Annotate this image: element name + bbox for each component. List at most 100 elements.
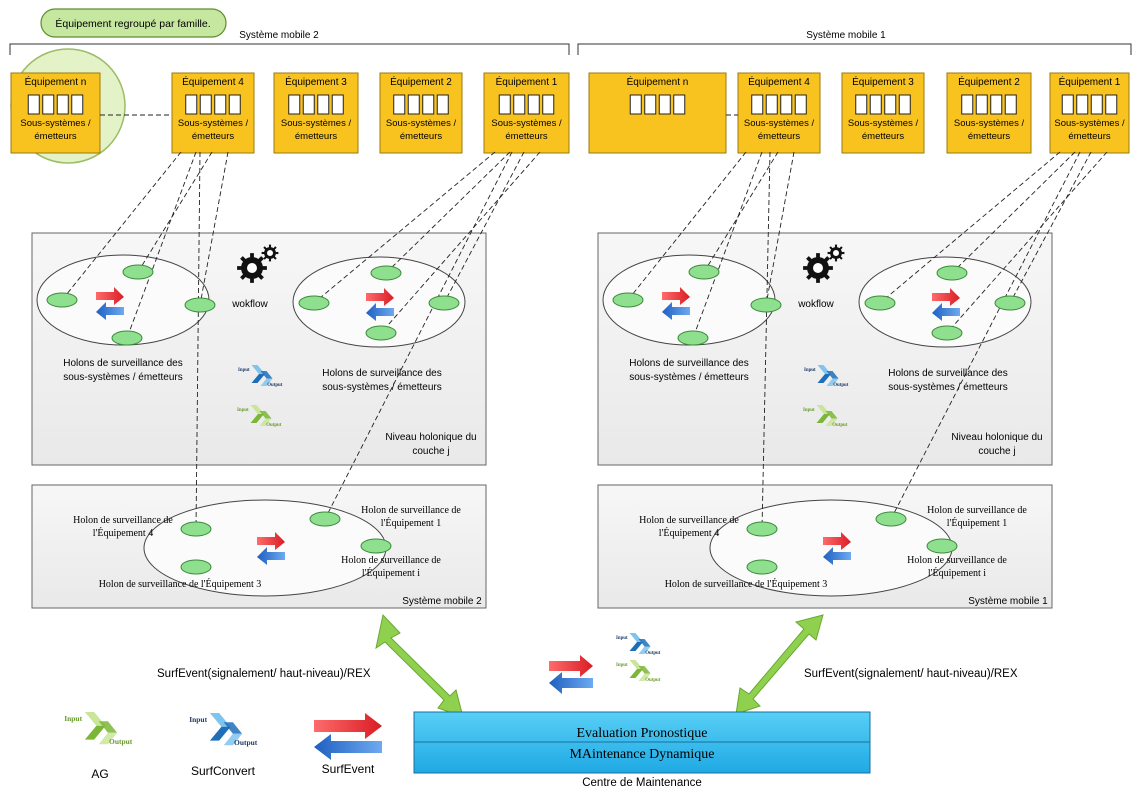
holon-node[interactable]: [750, 297, 782, 313]
subsystem-slot[interactable]: [765, 94, 778, 115]
holon-node[interactable]: [298, 295, 330, 311]
subsystem-slot[interactable]: [317, 94, 330, 115]
holon-node[interactable]: [936, 265, 968, 281]
monitoring-link: [199, 151, 229, 306]
subsystem-slot[interactable]: [1090, 94, 1103, 115]
holonic-level-label: couche j: [412, 446, 449, 457]
subsystem-slot[interactable]: [288, 94, 301, 115]
holon-node[interactable]: [184, 297, 216, 313]
subsystem-slot[interactable]: [527, 94, 540, 115]
holon-node[interactable]: [111, 330, 143, 346]
subsystem-slot[interactable]: [869, 94, 882, 115]
subsystem-label: Sous-systèmes /: [20, 118, 91, 129]
holon-node[interactable]: [46, 292, 78, 308]
subsystem-slot[interactable]: [673, 94, 686, 115]
holon-node[interactable]: [875, 511, 907, 527]
subsystem-slot[interactable]: [855, 94, 868, 115]
equipment-holon-caption: l'Équipement 4: [93, 527, 153, 539]
holon-node[interactable]: [677, 330, 709, 346]
subsystem-slot[interactable]: [214, 94, 227, 115]
holon-node[interactable]: [746, 521, 778, 537]
subsystem-slot[interactable]: [185, 94, 198, 115]
subsystem-slot[interactable]: [393, 94, 406, 115]
equipment-box[interactable]: Équipement n: [588, 72, 727, 154]
subsystem-slot[interactable]: [629, 94, 642, 115]
holon-node[interactable]: [864, 295, 896, 311]
monitoring-link: [195, 151, 201, 530]
subsystem-slot[interactable]: [422, 94, 435, 115]
maintenance-center[interactable]: Evaluation Pronostique MAintenance Dynam…: [413, 711, 871, 774]
subsystem-slot[interactable]: [302, 94, 315, 115]
subsystem-slot[interactable]: [961, 94, 974, 115]
subsystem-slot[interactable]: [658, 94, 671, 115]
holon-node[interactable]: [365, 325, 397, 341]
io-input-label: Input: [616, 636, 628, 641]
subsystem-label: Sous-systèmes /: [386, 118, 457, 129]
subsystem-slot[interactable]: [780, 94, 793, 115]
workflow-label: wokflow: [797, 299, 834, 310]
subsystem-slot[interactable]: [27, 94, 40, 115]
subsystem-slot[interactable]: [498, 94, 511, 115]
io-output-label: Output: [832, 423, 848, 428]
subsystem-slot[interactable]: [644, 94, 657, 115]
equipment-name: Équipement 1: [1059, 75, 1121, 88]
subsystem-slot[interactable]: [884, 94, 897, 115]
holon-node[interactable]: [180, 521, 212, 537]
legend-surfevent-label: SurfEvent: [322, 762, 375, 776]
subsystem-slot[interactable]: [794, 94, 807, 115]
subsystem-slot[interactable]: [1061, 94, 1074, 115]
holon-node[interactable]: [122, 264, 154, 280]
monitoring-link: [692, 151, 763, 339]
subsystem-slot[interactable]: [56, 94, 69, 115]
subsystem-slot[interactable]: [199, 94, 212, 115]
subsystem-slot[interactable]: [513, 94, 526, 115]
subsystem-slot[interactable]: [898, 94, 911, 115]
subsystem-slot[interactable]: [1004, 94, 1017, 115]
holon-node[interactable]: [370, 265, 402, 281]
subsystem-slot[interactable]: [42, 94, 55, 115]
subsystem-slot[interactable]: [331, 94, 344, 115]
holon-node[interactable]: [360, 538, 392, 554]
equipment-holon-caption: l'Équipement 1: [381, 517, 441, 529]
holon-node[interactable]: [931, 325, 963, 341]
holon-node[interactable]: [180, 559, 212, 575]
system-bracket: [9, 43, 570, 55]
subsystem-slot[interactable]: [751, 94, 764, 115]
subsystem-slot[interactable]: [975, 94, 988, 115]
subsystem-slot[interactable]: [228, 94, 241, 115]
subsystem-slot[interactable]: [1076, 94, 1089, 115]
subsystem-slot[interactable]: [436, 94, 449, 115]
surfevent-icon: [662, 287, 690, 320]
monitoring-link: [443, 151, 525, 304]
holon-node[interactable]: [994, 295, 1026, 311]
holonic-level-label: Niveau holonique du: [951, 432, 1042, 443]
subsystem-slot[interactable]: [71, 94, 84, 115]
holons-caption: sous-systèmes / émetteurs: [888, 382, 1007, 393]
subsystem-slot[interactable]: [407, 94, 420, 115]
holon-node[interactable]: [428, 295, 460, 311]
subsystem-slot[interactable]: [1105, 94, 1118, 115]
monitoring-link: [890, 151, 1081, 520]
subsystem-slot[interactable]: [542, 94, 555, 115]
subsystem-label: émetteurs: [862, 131, 904, 142]
holon-node[interactable]: [688, 264, 720, 280]
holon-node[interactable]: [309, 511, 341, 527]
holon-node[interactable]: [612, 292, 644, 308]
subsystem-label: Sous-systèmes /: [491, 118, 562, 129]
subsystem-slot[interactable]: [990, 94, 1003, 115]
holon-node[interactable]: [926, 538, 958, 554]
holons-caption: Holons de surveillance des: [629, 358, 749, 369]
holon-node[interactable]: [746, 559, 778, 575]
